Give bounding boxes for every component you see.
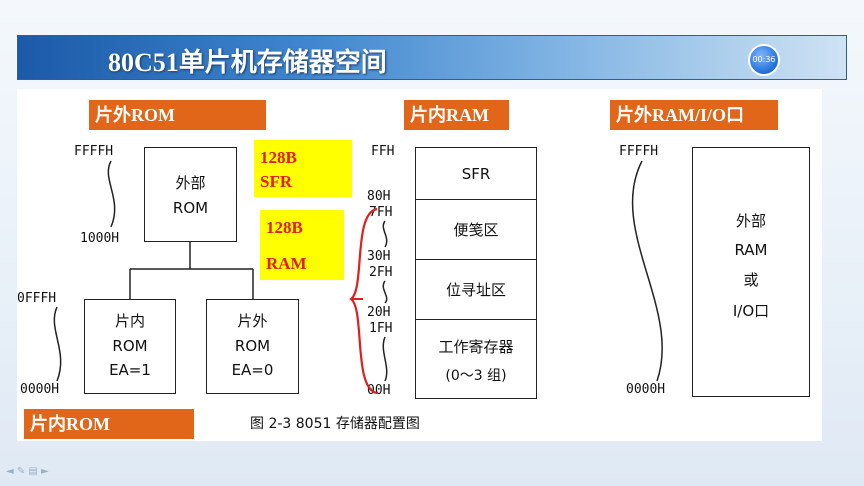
ram-cell-registers-line1: 工作寄存器 [438,337,514,356]
ext-ram-line1: 外部 [735,212,766,230]
offchip-rom-box: 片外 ROM EA=0 [206,299,299,394]
external-rom-line2: ROM [172,199,209,217]
rom-wave-top [107,160,116,228]
ext-addr-ffff: FFFFH [619,144,659,159]
ram-addr-80: 80H [367,189,391,204]
ext-ram-line4: I/O口 [732,302,770,320]
sfr-text: SFR [260,172,293,191]
external-rom-line1: 外部 [175,174,206,192]
label-onchip-rom: 片内ROM [24,409,194,439]
ext-ram-line2: RAM [734,241,768,259]
rom-wave-bottom [53,306,62,382]
ram-size-box: 128B RAM [260,210,344,280]
ram-cell-registers-line2: (0～3 组) [445,367,507,384]
ram-addr-20: 20H [367,305,391,320]
ram-addr-00: 00H [367,383,391,398]
rom-addr-1000: 1000H [80,231,120,246]
internal-rom-box: 片内 ROM EA=1 [84,299,176,394]
sfr-size-box: 128B SFR [254,140,352,197]
ram-addr-ff: FFH [371,144,395,159]
ram-cell-registers: 工作寄存器 (0～3 组) [416,320,536,400]
diagram-area: 片外ROM 片内RAM 片外RAM/I/O口 片内ROM 128B SFR 12… [17,89,822,441]
ram-wave-1 [382,220,388,248]
internal-rom-line2: ROM [112,337,148,355]
offchip-rom-line2: ROM [234,337,271,355]
label-onchip-ram: 片内RAM [404,100,509,130]
ext-ram-line3: 或 [743,271,759,289]
sfr-size-text: 128B [260,148,297,167]
label-offchip-rom: 片外ROM [89,100,266,130]
slide-nav-controls[interactable]: ◄ ✎ ▤ ► [6,466,49,477]
ram-addr-2f: 2FH [369,265,393,280]
ram-addr-30: 30H [367,249,391,264]
figure-caption: 图 2-3 8051 存储器配置图 [250,416,420,432]
ram-size-text: 128B [266,218,303,237]
ram-cell-scratchpad: 便笺区 [416,200,536,260]
rom-addr-ffff: FFFFH [74,144,114,159]
ext-wave [631,160,663,382]
rom-addr-0000: 0000H [20,382,60,397]
ram-wave-3 [382,336,388,382]
label-offchip-ram-io: 片外RAM/I/O口 [610,100,778,130]
external-rom-box: 外部 ROM [144,147,237,242]
internal-rom-ea: EA=1 [109,361,151,379]
internal-ram-map: SFR 便笺区 位寻址区 工作寄存器 (0～3 组) [415,147,537,399]
internal-rom-line1: 片内 [114,312,145,330]
offchip-rom-ea: EA=0 [231,361,274,379]
ram-text: RAM [266,254,307,273]
external-ram-io-box: 外部 RAM 或 I/O口 [692,147,810,397]
ram-addr-1f: 1FH [369,321,393,336]
ram-cell-sfr: SFR [416,148,536,200]
diagram-connectors [53,160,663,395]
ext-addr-0000: 0000H [626,382,666,397]
offchip-rom-line1: 片外 [237,312,268,330]
ram-wave-2 [382,280,388,304]
ram-brace [349,207,378,395]
rom-addr-0fff: 0FFFH [17,291,57,306]
ram-cell-bit-addressable: 位寻址区 [416,260,536,320]
slide-title: 80C51单片机存储器空间 [108,48,387,77]
timer-badge[interactable]: 00:36 [748,44,780,76]
title-bar: 80C51单片机存储器空间 00:36 [17,35,847,80]
